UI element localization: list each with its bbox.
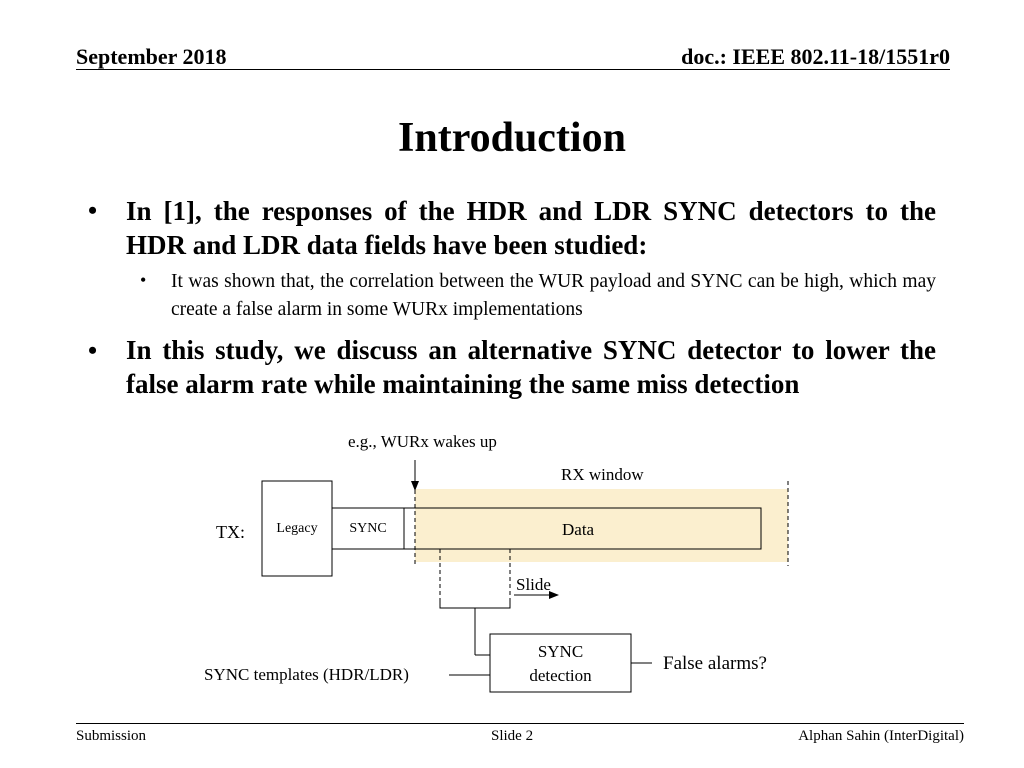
templates-label: SYNC templates (HDR/LDR) xyxy=(204,665,409,684)
footer-submission: Submission xyxy=(76,728,147,744)
tx-label: TX: xyxy=(216,522,245,542)
sync-detection-line1: SYNC xyxy=(537,642,584,661)
bullet-marker: • xyxy=(88,336,98,365)
wakeup-label: e.g., WURx wakes up xyxy=(348,432,497,451)
header-divider xyxy=(76,69,950,70)
footer-slide-number: Slide 2 xyxy=(491,728,534,744)
sync-label: SYNC xyxy=(349,521,387,536)
false-alarms-label: False alarms? xyxy=(663,653,767,674)
data-label: Data xyxy=(562,520,595,539)
legacy-box xyxy=(261,480,333,577)
bullet-2-text: In this study, we discuss an alternative… xyxy=(126,335,936,399)
header-date: September 2018 xyxy=(76,44,227,69)
rx-window-label: RX window xyxy=(561,465,644,484)
footer-author: Alphan Sahin (InterDigital) xyxy=(798,728,964,744)
slide-bracket xyxy=(439,600,511,609)
bullet-1-text: In [1], the responses of the HDR and LDR… xyxy=(126,196,936,260)
sub-bullet-marker: • xyxy=(140,270,147,290)
footer-divider xyxy=(76,723,964,724)
sync-detection-line2: detection xyxy=(529,666,592,685)
slide-label: Slide xyxy=(516,575,551,594)
sub-bullet-1-text: It was shown that, the correlation betwe… xyxy=(171,271,936,320)
rx-window-area xyxy=(415,489,788,562)
data-box xyxy=(403,507,762,550)
header-doc-id: doc.: IEEE 802.11-18/1551r0 xyxy=(681,44,950,69)
bullet-marker: • xyxy=(88,196,98,225)
page-title: Introduction xyxy=(398,115,626,161)
legacy-label: Legacy xyxy=(276,521,318,536)
